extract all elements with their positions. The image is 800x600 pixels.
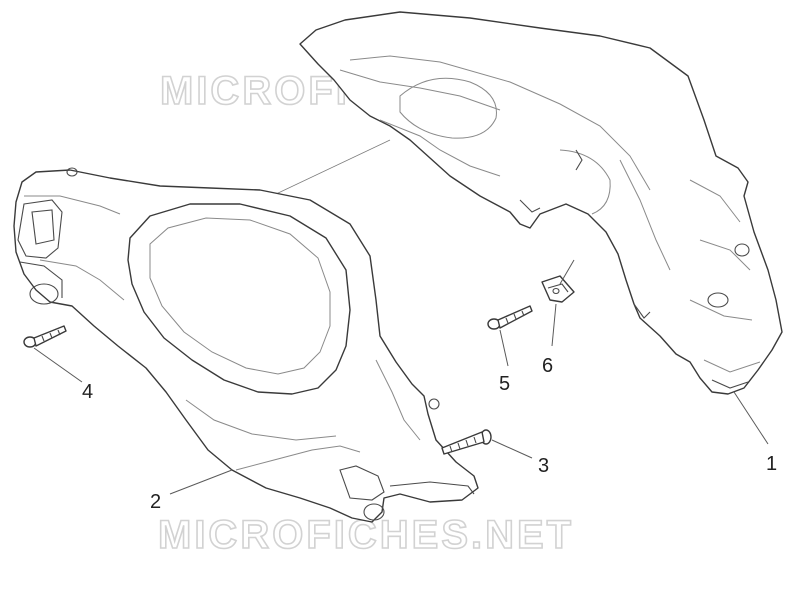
leader-line-4 xyxy=(33,347,83,383)
callout-1: 1 xyxy=(766,453,777,475)
leader-line-1 xyxy=(733,391,769,445)
leader-line-6b xyxy=(559,259,575,285)
clip-nut-6 xyxy=(541,275,575,303)
callout-3: 3 xyxy=(538,455,549,477)
screw-4 xyxy=(23,325,67,348)
callout-6: 6 xyxy=(542,355,553,377)
front-handlebar-cover xyxy=(13,167,479,523)
leader-line-6 xyxy=(551,303,557,347)
leader-line-2 xyxy=(169,469,233,495)
callout-4: 4 xyxy=(82,381,93,403)
screw-3 xyxy=(441,429,492,455)
callout-5: 5 xyxy=(499,373,510,395)
rear-handlebar-cover xyxy=(299,11,783,395)
screw-5 xyxy=(487,305,533,330)
leader-line-5 xyxy=(499,329,509,367)
callout-2: 2 xyxy=(150,491,161,513)
leader-line-3 xyxy=(491,439,533,459)
